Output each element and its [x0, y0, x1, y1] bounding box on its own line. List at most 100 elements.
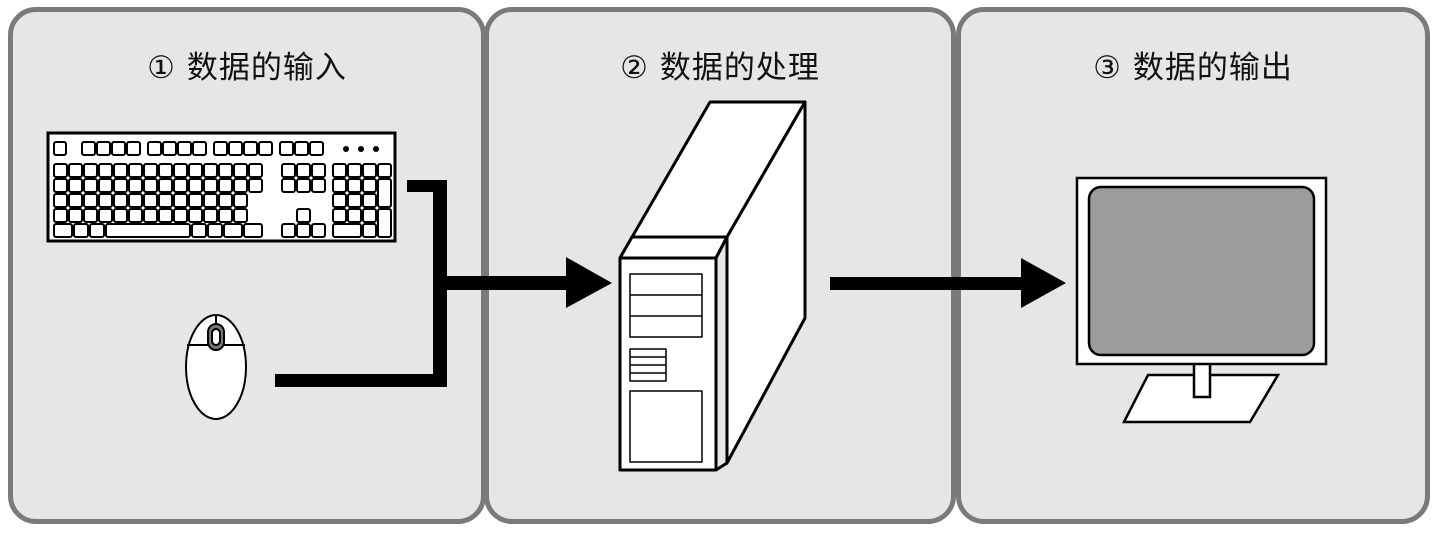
keyboard-key: [143, 163, 158, 178]
keyboard-key: [192, 141, 207, 156]
keyboard-key: [83, 193, 98, 208]
keyboard-key: [362, 208, 377, 223]
keyboard-key: [309, 141, 324, 156]
keyboard-key: [96, 141, 111, 156]
keyboard-key: [53, 223, 73, 238]
keyboard-key: [332, 208, 347, 223]
keyboard-key: [218, 193, 233, 208]
keyboard-key: [311, 178, 326, 193]
keyboard-key: [332, 193, 347, 208]
keyboard-key: [113, 178, 128, 193]
mouse-icon: [185, 314, 247, 420]
keyboard-key: [332, 223, 362, 238]
keyboard-key: [128, 178, 143, 193]
keyboard-key: [188, 163, 203, 178]
keyboard-key: [218, 208, 233, 223]
keyboard-key: [347, 178, 362, 193]
keyboard-key: [105, 223, 191, 238]
keyboard-key: [347, 208, 362, 223]
keyboard-key: [177, 141, 192, 156]
keyboard-key: [89, 223, 105, 238]
keyboard-key: [128, 163, 143, 178]
input-stage-panel: ① 数据的输入: [8, 7, 486, 524]
keyboard-key: [53, 141, 67, 156]
keyboard-key: [68, 178, 83, 193]
keyboard-key: [377, 208, 392, 238]
keyboard-key: [113, 163, 128, 178]
keyboard-key: [98, 193, 113, 208]
keyboard-key: [362, 193, 377, 208]
keyboard-key: [162, 141, 177, 156]
keyboard-key: [223, 223, 243, 238]
keyboard-key: [81, 141, 96, 156]
keyboard-key: [377, 163, 392, 178]
keyboard-key: [98, 208, 113, 223]
keyboard-key: [347, 163, 362, 178]
keyboard-key: [53, 193, 68, 208]
keyboard-key: [83, 163, 98, 178]
input-stage-title: ① 数据的输入: [147, 50, 347, 86]
keyboard-key: [188, 208, 203, 223]
keyboard-key: [158, 208, 173, 223]
keyboard-key: [83, 178, 98, 193]
keyboard-key: [311, 223, 326, 238]
keyboard-key: [203, 193, 218, 208]
keyboard-key: [143, 178, 158, 193]
keyboard-key: [377, 178, 392, 208]
keyboard-key: [143, 208, 158, 223]
keyboard-key: [213, 141, 228, 156]
keyboard-key: [296, 208, 311, 223]
keyboard-key: [347, 193, 362, 208]
keyboard-key: [248, 178, 263, 193]
keyboard-key: [218, 163, 233, 178]
keyboard-key: [158, 163, 173, 178]
keyboard-key: [111, 141, 126, 156]
keyboard-key: [362, 178, 377, 193]
keyboard-key: [296, 178, 311, 193]
input-arrow: [275, 180, 612, 387]
keyboard-key: [258, 141, 273, 156]
keyboard-key: [73, 223, 89, 238]
keyboard-icon: [46, 131, 397, 243]
keyboard-key: [233, 193, 248, 208]
keyboard-key: [332, 178, 347, 193]
keyboard-key: [53, 208, 68, 223]
keyboard-key: [143, 193, 158, 208]
keyboard-key: [243, 223, 263, 238]
keyboard-key: [362, 223, 377, 238]
keyboard-key: [158, 193, 173, 208]
keyboard-key: [128, 208, 143, 223]
keyboard-key: [158, 178, 173, 193]
keyboard-key: [147, 141, 162, 156]
keyboard-key: [173, 193, 188, 208]
keyboard-key: [203, 208, 218, 223]
keyboard-key: [233, 163, 248, 178]
keyboard-key: [207, 223, 223, 238]
keyboard-key: [203, 163, 218, 178]
keyboard-key: [113, 193, 128, 208]
keyboard-key: [233, 208, 248, 223]
keyboard-key: [218, 178, 233, 193]
keyboard-key: [126, 141, 141, 156]
processing-stage-panel: ② 数据的处理: [484, 7, 956, 524]
keyboard-key: [228, 141, 243, 156]
keyboard-key: [233, 178, 248, 193]
keyboard-key: [113, 208, 128, 223]
keyboard-key: [173, 178, 188, 193]
keyboard-key: [53, 178, 68, 193]
keyboard-key: [188, 193, 203, 208]
keyboard-key: [294, 141, 309, 156]
keyboard-key: [243, 141, 258, 156]
keyboard-key: [68, 163, 83, 178]
keyboard-key: [362, 163, 377, 178]
keyboard-key: [83, 208, 98, 223]
monitor-icon: [1075, 176, 1328, 424]
keyboard-key: [68, 208, 83, 223]
keyboard-key: [203, 178, 218, 193]
keyboard-key: [281, 163, 296, 178]
keyboard-key: [98, 178, 113, 193]
keyboard-key: [68, 193, 83, 208]
keyboard-key: [173, 163, 188, 178]
keyboard-key: [279, 141, 294, 156]
